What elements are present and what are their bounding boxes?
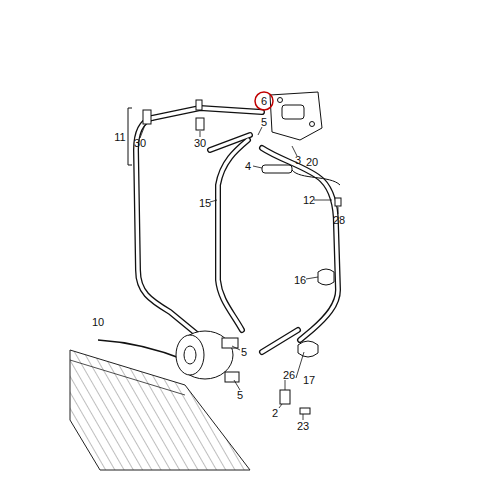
callout-number: 10 <box>91 316 105 328</box>
pipe <box>98 340 185 360</box>
highlight-circle <box>255 92 273 110</box>
callout-number: 17 <box>302 374 316 386</box>
callout-number: 2 <box>271 407 279 419</box>
callout-number: 6 <box>260 95 268 107</box>
callout-number: 15 <box>198 197 212 209</box>
callout-number: 5 <box>260 116 268 128</box>
callout-number: 30 <box>193 137 207 149</box>
callout-number: 26 <box>282 369 296 381</box>
callout-number: 23 <box>296 420 310 432</box>
leader-line <box>140 125 338 420</box>
sensor-wire <box>292 170 340 185</box>
callout-number: 28 <box>332 214 346 226</box>
callout-number: 11 <box>113 131 126 143</box>
clamp <box>262 165 334 404</box>
callout-number: 12 <box>302 194 316 206</box>
expansion-valve <box>270 92 322 140</box>
hose-outline <box>136 108 338 352</box>
callout-number: 5 <box>240 346 248 358</box>
callout-number: 4 <box>244 160 252 172</box>
bolt <box>143 100 341 414</box>
hose-core <box>136 108 338 352</box>
callout-number: 30 <box>133 137 147 149</box>
compressor <box>176 331 239 382</box>
callout-number: 3 <box>294 154 302 166</box>
callout-number: 20 <box>305 156 319 168</box>
bracket <box>128 108 132 165</box>
callout-number: 16 <box>293 274 307 286</box>
callout-number: 5 <box>236 389 244 401</box>
